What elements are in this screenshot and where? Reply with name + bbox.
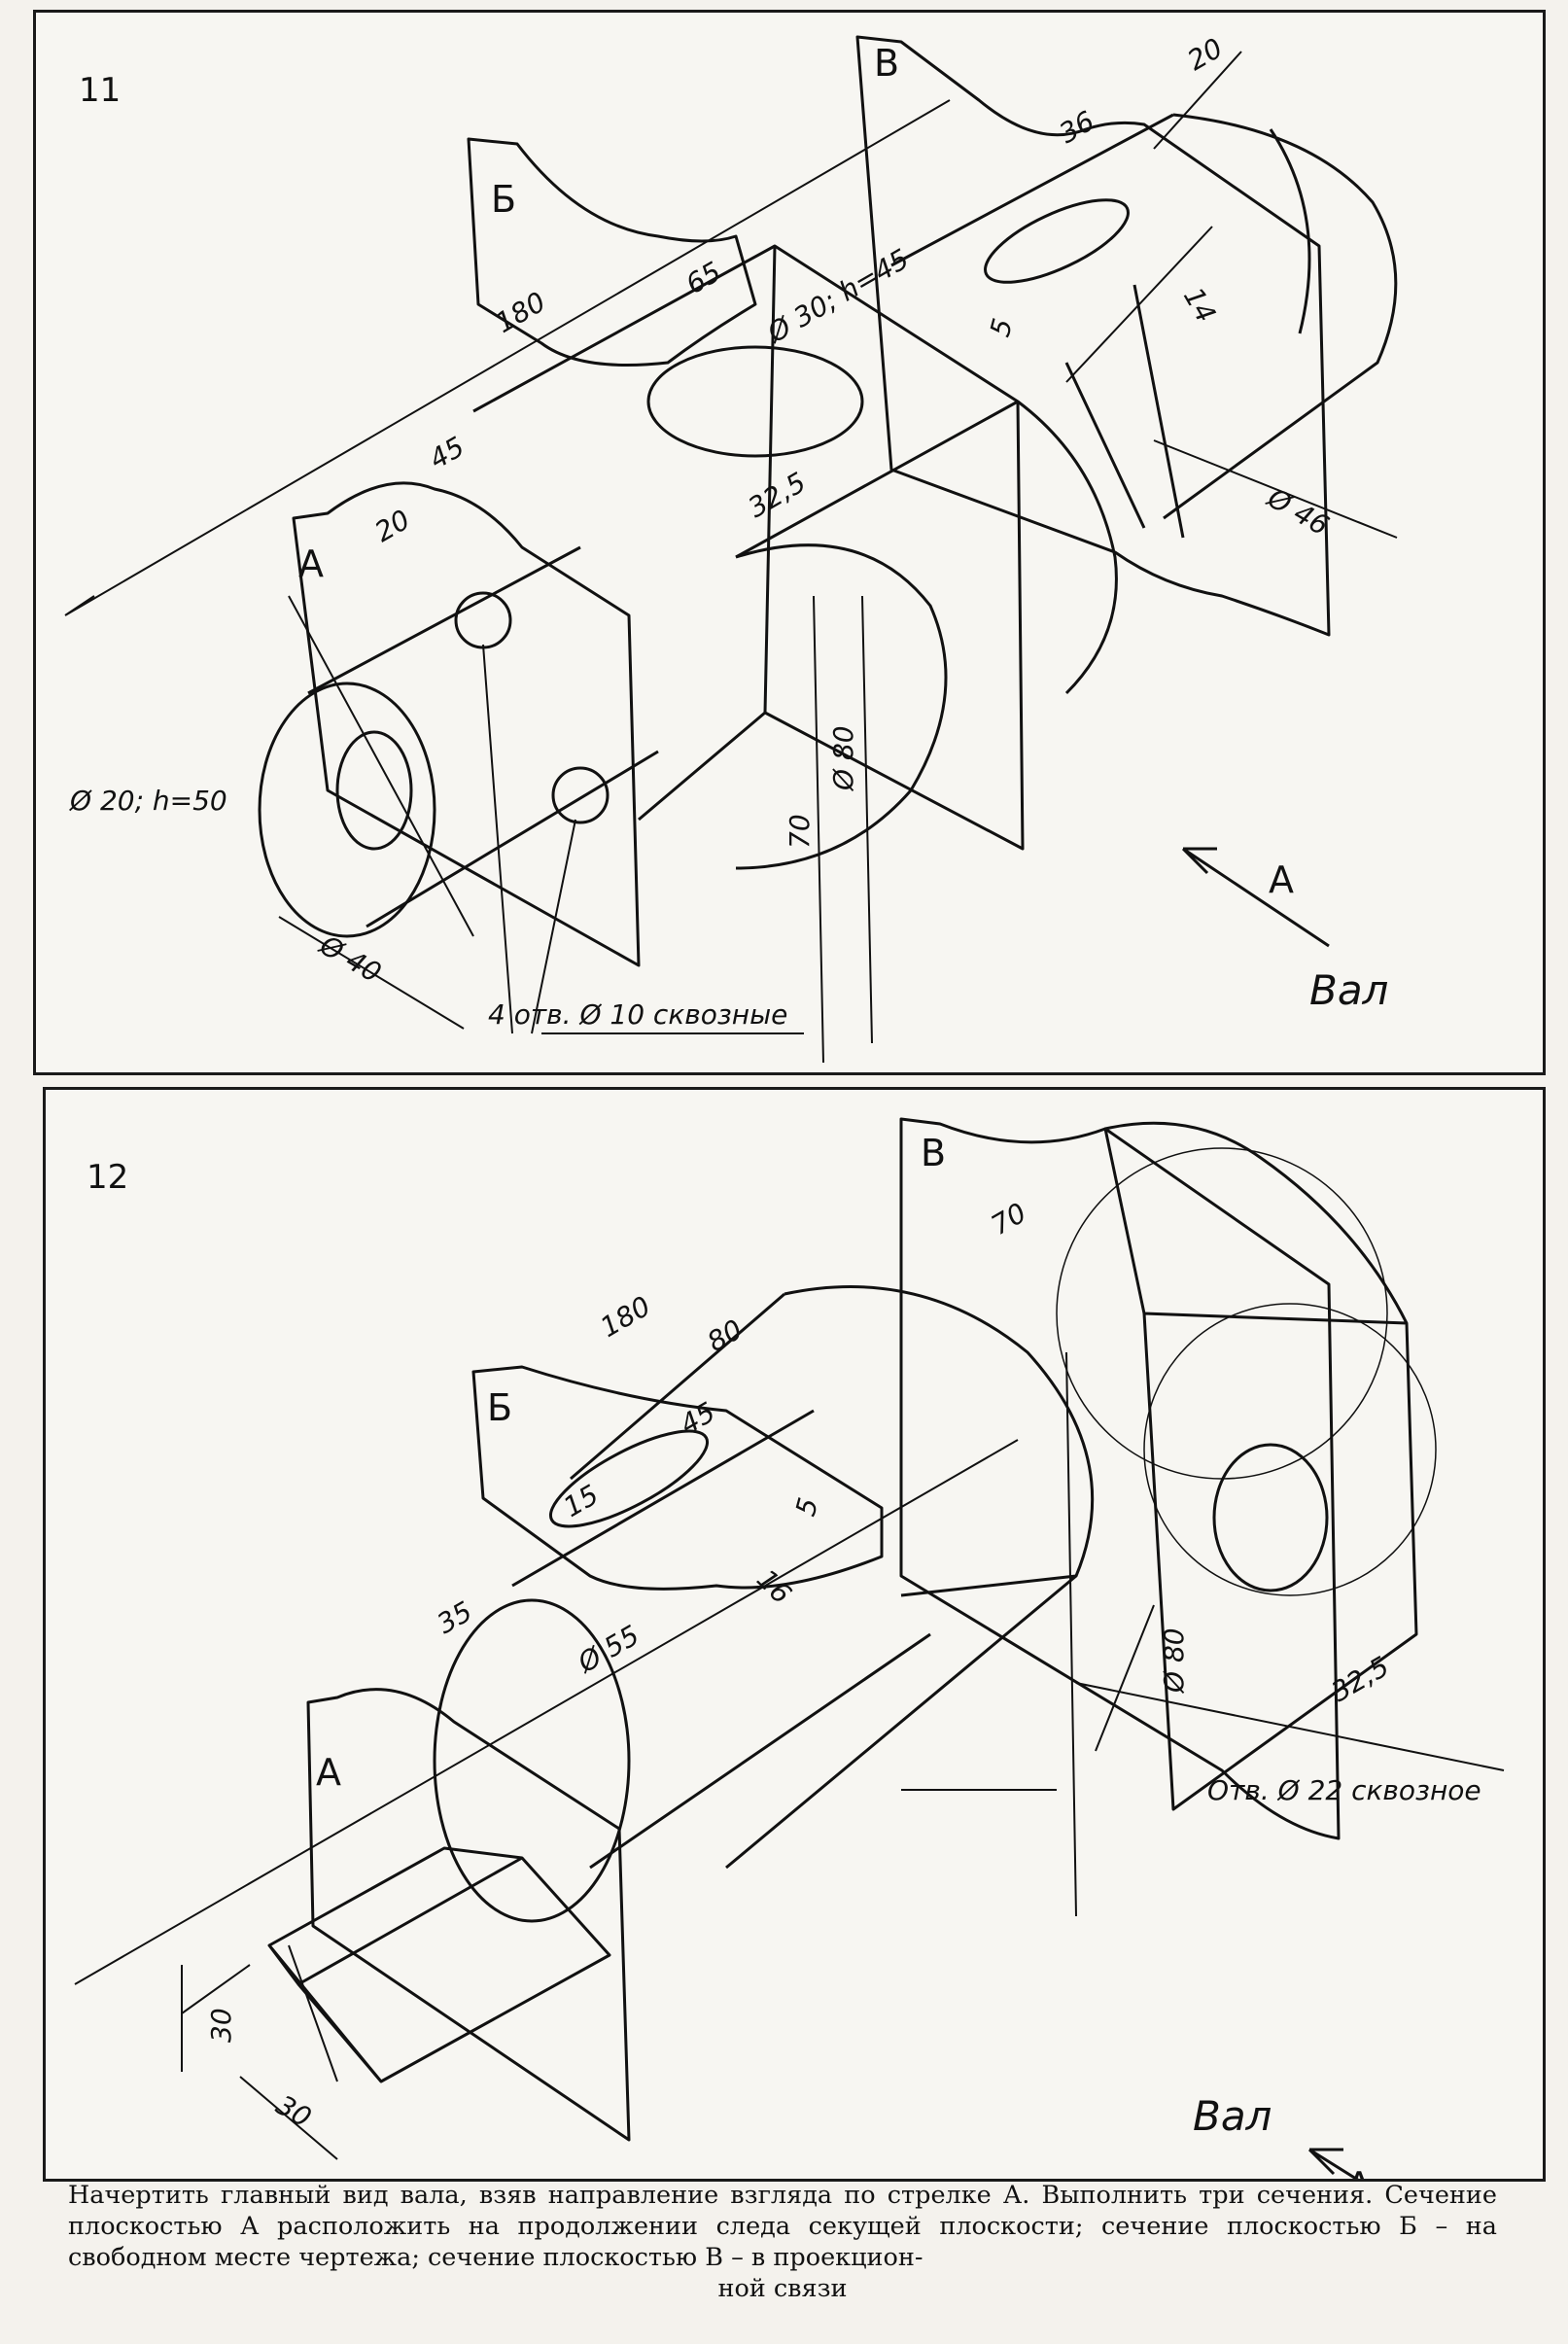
dim-diameter-big: Ø 80 xyxy=(827,725,859,791)
note-through-hole: Ø 30; h=45 xyxy=(761,243,914,350)
dim-height: 70 xyxy=(784,814,816,849)
right-shaft xyxy=(890,113,1398,520)
plane-b xyxy=(471,1365,884,1591)
dim-hole-center: 32,5 xyxy=(743,466,811,524)
caption-last-line: ной связи xyxy=(717,2274,848,2303)
dim-diameter-80: Ø 80 xyxy=(1158,1627,1190,1694)
plane-label-v: В xyxy=(874,42,899,85)
plane-label-b: Б xyxy=(491,178,516,221)
slot-right xyxy=(984,198,1130,284)
slot xyxy=(548,1429,710,1528)
note-hole: Отв. Ø 22 сквозное xyxy=(1207,1774,1481,1806)
through-hole xyxy=(646,345,864,458)
dim-square-height: 30 xyxy=(205,2008,237,2043)
figure-12-drawing: А Б В А Вал 180 80 70 45 15 5 16 35 Ø 55… xyxy=(74,1117,1505,2179)
caption-text: Начертить главный вид вала, взяв направл… xyxy=(68,2181,1497,2272)
hole-right xyxy=(1212,1443,1329,1592)
dim-diameter-right: Ø 46 xyxy=(1262,481,1335,542)
plane-b xyxy=(467,137,757,367)
caption: Начертить главный вид вала, взяв направл… xyxy=(68,2180,1497,2304)
figure-title: Вал xyxy=(1193,2092,1272,2140)
plane-label-b: Б xyxy=(487,1386,512,1429)
dim-end: 20 xyxy=(1182,32,1228,77)
middle-cylinder xyxy=(570,1285,1095,1870)
dim-square-width: 30 xyxy=(271,2088,317,2133)
dim-slot-position: 36 xyxy=(1054,105,1099,150)
dim-slot-offset: 15 xyxy=(558,1479,604,1523)
figure-11-drawing: А Б В А Вал 180 65 45 20 36 20 14 5 32,5… xyxy=(64,32,1398,1064)
dim-slot-depth: 5 xyxy=(984,315,1019,340)
figure-number: 11 xyxy=(79,71,122,110)
figure-11-panel: 11 xyxy=(33,10,1546,1075)
dim-hole-offset: 20 xyxy=(369,504,415,548)
view-arrow-label: А xyxy=(1269,858,1294,901)
square-shaft xyxy=(267,1846,611,2083)
big-cylinder xyxy=(735,400,1118,870)
dim-slot-depth: 5 xyxy=(789,1494,824,1520)
note-bore: Ø 20; h=50 xyxy=(69,785,227,817)
note-holes: 4 отв. Ø 10 сквозные xyxy=(488,998,787,1031)
view-arrow-label: А xyxy=(1346,2164,1372,2179)
left-shaft-end xyxy=(258,682,436,938)
figure-title: Вал xyxy=(1309,966,1388,1014)
dim-slot-width: 14 xyxy=(1177,282,1222,328)
dim-offset-70: 70 xyxy=(986,1197,1031,1242)
dim-slot-length: 45 xyxy=(675,1396,720,1441)
dim-offset: 45 xyxy=(424,431,470,475)
left-shaft xyxy=(307,545,659,928)
plane-v xyxy=(855,35,1331,637)
plane-label-a: А xyxy=(298,542,324,585)
plane-a xyxy=(306,1688,631,2142)
figure-number: 12 xyxy=(87,1158,129,1197)
plane-v xyxy=(899,1117,1341,1840)
central-block xyxy=(472,244,1025,851)
figure-12-panel: 12 А Б В А xyxy=(43,1087,1546,2182)
right-block xyxy=(1103,1121,1418,1811)
plane-label-v: В xyxy=(921,1132,946,1174)
dim-diameter-55: Ø 55 xyxy=(572,1619,645,1679)
dim-offset-80: 80 xyxy=(702,1313,748,1358)
left-bore xyxy=(335,730,413,851)
dim-length: 180 xyxy=(595,1290,656,1344)
plane-a xyxy=(292,481,641,967)
plane-label-a: А xyxy=(316,1751,341,1794)
shaft-55 xyxy=(511,1409,931,1870)
